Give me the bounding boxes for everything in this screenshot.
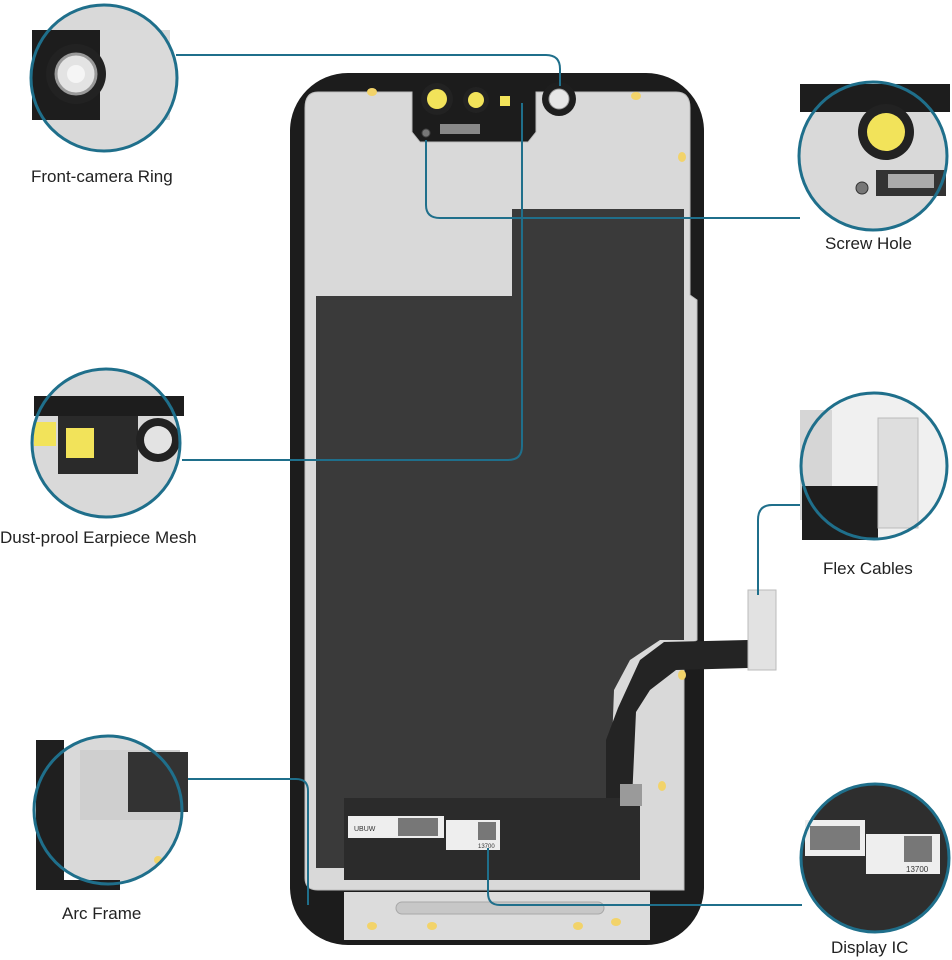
yellow-pads (367, 88, 686, 930)
qr-code-c (620, 784, 642, 806)
zoom-front-camera (29, 3, 179, 153)
zoom-display-ic: 13700 (799, 782, 951, 934)
label-screw-hole: Screw Hole (825, 234, 912, 253)
flex-connector (747, 589, 777, 671)
ic-sticker-text: 13700 (906, 865, 929, 874)
label-arc-frame: Arc Frame (62, 904, 142, 923)
earpiece-mesh (500, 96, 510, 106)
dark-shield (316, 209, 684, 868)
zoom-arc-frame (32, 734, 188, 890)
board-sticker-a-text: UBUW (354, 826, 376, 833)
screw-hole (421, 128, 431, 138)
label-front-camera-ring: Front-camera Ring (31, 167, 173, 186)
leader-front-camera (176, 54, 561, 86)
speaker-grill (440, 124, 480, 134)
screen-assembly: UBUW 13700 (290, 73, 777, 945)
zoom-screw-hole (797, 80, 950, 232)
leader-flex (757, 504, 806, 595)
camera-cluster (421, 82, 576, 138)
leader-display-ic (487, 848, 802, 906)
bottom-bracket (344, 892, 650, 940)
label-earpiece-mesh: Dust-prool Earpiece Mesh (0, 528, 197, 547)
bottom-slot (395, 901, 605, 915)
label-flex-cables: Flex Cables (823, 559, 913, 578)
zoom-flex (799, 391, 949, 541)
label-display-ic: Display IC (831, 938, 909, 957)
qr-code-a (398, 818, 438, 836)
leader-screw-hole (425, 140, 800, 219)
leader-lines (176, 54, 806, 906)
qr-code-b (478, 822, 496, 840)
zoom-earpiece (30, 367, 184, 519)
leader-arc-frame (180, 778, 309, 905)
leader-earpiece (182, 103, 523, 461)
board-sticker-b-text: 13700 (478, 844, 495, 850)
flex-cable (606, 640, 748, 800)
